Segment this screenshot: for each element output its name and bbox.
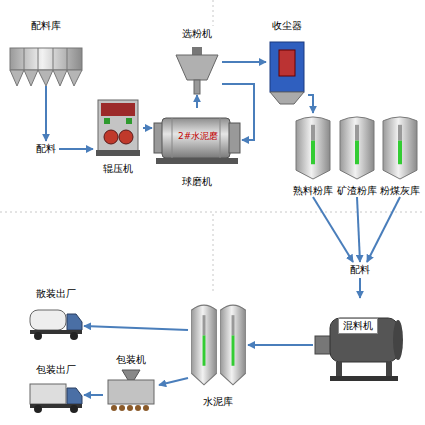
flow-arrow (45, 86, 47, 141)
node-label: 包装出厂 (36, 364, 76, 376)
ball-mill: 球磨机 (152, 108, 242, 188)
node-label: 粉煤灰库 (380, 185, 420, 197)
separator: 选粉机 (172, 28, 222, 95)
flow-arrow (367, 197, 400, 262)
node-label: 配料 (36, 143, 56, 155)
powder-silo: 矿渣粉库 (336, 113, 378, 197)
node-label: 包装机 (116, 354, 146, 366)
silo-icon (340, 117, 374, 179)
node-label: 矿渣粉库 (337, 185, 377, 197)
node-label: 配料 (350, 264, 370, 276)
flow-arrow (159, 378, 188, 385)
bag-truck: 包装出厂 (28, 364, 84, 414)
batching-silos (10, 48, 82, 86)
silo-bank: 配料库 (10, 20, 82, 86)
ball-mill-icon (154, 118, 240, 164)
flow-arrow (222, 84, 254, 140)
node-label: 熟料粉库 (293, 185, 333, 197)
node-label: 水泥库 (203, 396, 233, 408)
flow-arrow (196, 95, 198, 108)
flow-arrow (308, 95, 313, 113)
silo-icon (191, 305, 216, 385)
powder-silo: 熟料粉库 (292, 113, 334, 197)
mixer: 混料机 (313, 298, 403, 382)
mixer-icon (315, 318, 403, 381)
node-label: 散装出厂 (36, 288, 76, 300)
flow-arrow (84, 326, 188, 330)
node-label: 球磨机 (182, 176, 212, 188)
bag-truck-icon (30, 384, 82, 413)
flow-arrow (357, 197, 360, 262)
dust-collector: 收尘器 (266, 20, 308, 106)
bulk-truck: 散装出厂 (28, 288, 84, 344)
region-divider (0, 0, 425, 292)
flow-arrow (313, 197, 353, 262)
node-label: 辊压机 (103, 163, 133, 175)
dust-collector-icon (270, 42, 304, 104)
equipment-tag: 2#水泥磨 (178, 131, 218, 142)
flow-arrow (222, 61, 266, 63)
flow-arrow (143, 127, 152, 129)
flow-arrow (59, 148, 93, 150)
roller-press: 辊压机 (93, 93, 143, 175)
node-label: 混料机 (338, 318, 378, 334)
flow-arrow (84, 394, 103, 396)
silo-icon (383, 117, 417, 179)
process-step: 配料 (33, 141, 59, 157)
powder-silo: 粉煤灰库 (379, 113, 421, 197)
silo-icon (296, 117, 330, 179)
packer-icon (108, 370, 154, 411)
flow-arrow (359, 278, 361, 298)
process-step: 配料 (347, 262, 373, 278)
node-label: 选粉机 (182, 28, 212, 40)
node-label: 配料库 (31, 20, 61, 32)
bulk-truck-icon (30, 310, 82, 340)
node-label: 收尘器 (272, 20, 302, 32)
roller-press-icon (96, 100, 140, 156)
packer: 包装机 (103, 354, 159, 414)
cement-silo: 水泥库 (188, 298, 248, 408)
flow-arrow (248, 344, 313, 346)
separator-icon (176, 47, 218, 94)
silo-icon (220, 305, 245, 385)
